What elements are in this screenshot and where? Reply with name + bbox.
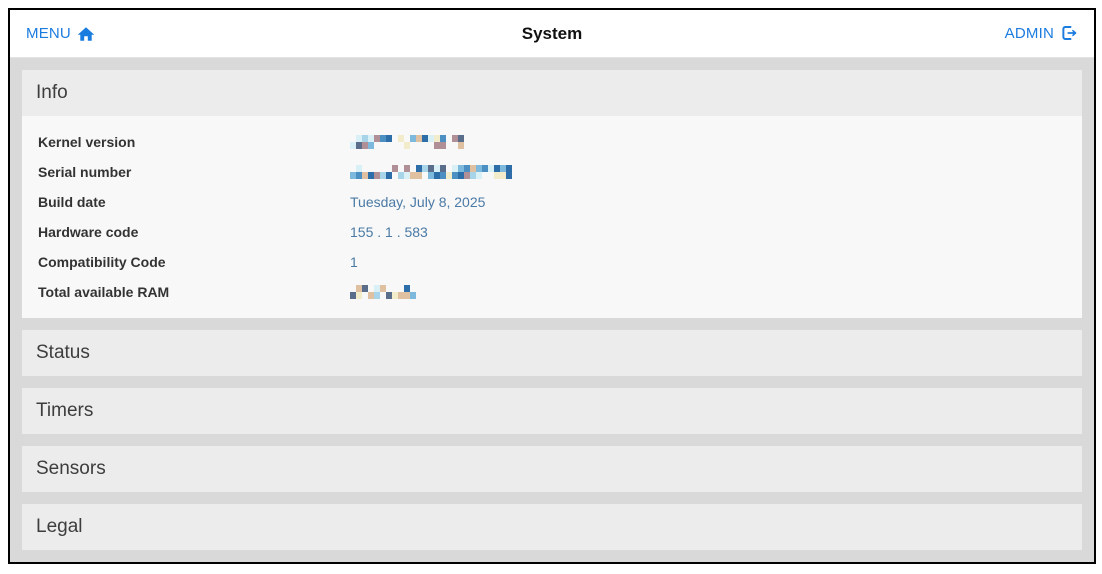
top-bar: MENU System ADMIN [10,10,1094,58]
section-timers-header[interactable]: Timers [22,388,1082,434]
section-info-body: Kernel version Serial number Build date … [22,116,1082,318]
menu-link-label: MENU [26,25,71,42]
info-row-build-date: Build date Tuesday, July 8, 2025 [22,187,1082,217]
section-timers: Timers [22,388,1082,434]
section-sensors-title: Sensors [36,458,106,479]
section-timers-title: Timers [36,400,94,421]
section-info-header[interactable]: Info [22,70,1082,116]
section-sensors: Sensors [22,446,1082,492]
info-value-redacted [350,285,416,299]
info-row-hardware-code: Hardware code 155 . 1 . 583 [22,217,1082,247]
section-status-title: Status [36,342,90,363]
info-row-compatibility-code: Compatibility Code 1 [22,247,1082,277]
section-status: Status [22,330,1082,376]
info-label: Hardware code [38,224,139,240]
logout-icon [1060,24,1078,42]
admin-logout-link[interactable]: ADMIN [1005,24,1078,42]
section-status-header[interactable]: Status [22,330,1082,376]
info-value: 1 [350,254,358,270]
info-value-redacted [350,165,518,179]
menu-link[interactable]: MENU [26,25,95,43]
info-value: Tuesday, July 8, 2025 [350,194,486,210]
info-value: 155 . 1 . 583 [350,224,428,240]
admin-link-label: ADMIN [1004,24,1054,42]
section-info: Info Kernel version Serial number Build … [22,70,1082,318]
info-label: Compatibility Code [38,254,166,270]
section-sensors-header[interactable]: Sensors [22,446,1082,492]
info-row-serial-number: Serial number [22,157,1082,187]
info-row-total-available-ram: Total available RAM [22,277,1082,307]
info-value-redacted [350,135,464,149]
info-row-kernel-version: Kernel version [22,127,1082,157]
section-info-title: Info [36,82,68,103]
info-label: Build date [38,194,106,210]
home-icon [77,25,95,43]
section-legal-title: Legal [36,516,83,537]
info-label: Kernel version [38,134,136,150]
info-label: Total available RAM [38,284,170,300]
info-label: Serial number [38,164,132,180]
section-legal-header[interactable]: Legal [22,504,1082,550]
main-content: Info Kernel version Serial number Build … [10,58,1094,562]
app-window: MENU System ADMIN [8,8,1096,564]
page-title: System [521,23,583,43]
section-legal: Legal [22,504,1082,550]
